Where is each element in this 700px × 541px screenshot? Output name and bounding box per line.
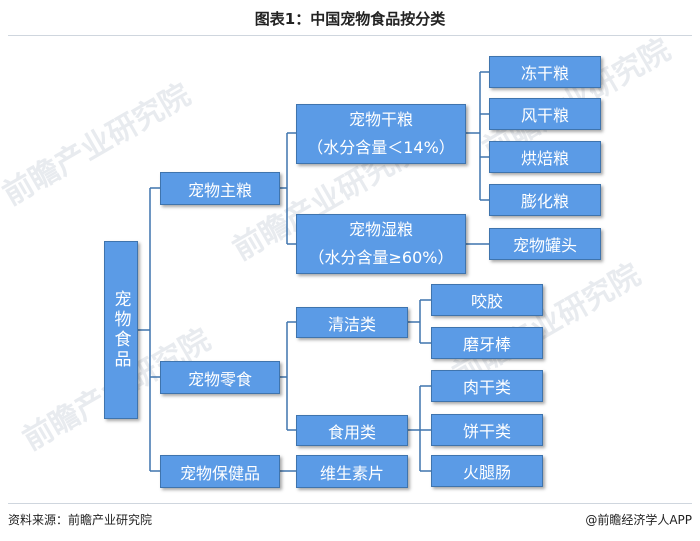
dry-item-node: 膨化粮 <box>489 184 601 216</box>
edible-item-node: 肉干类 <box>431 370 543 402</box>
health-node: 宠物保健品 <box>160 455 280 488</box>
main-food-node: 宠物主粮 <box>160 172 280 205</box>
snack-node: 宠物零食 <box>160 361 280 394</box>
dry-item-node: 风干粮 <box>489 98 601 130</box>
edible-node: 食用类 <box>296 415 408 446</box>
brand-note: @前瞻经济学人APP <box>585 513 692 527</box>
cleaning-node: 清洁类 <box>296 307 408 338</box>
cleaning-item-node: 磨牙棒 <box>431 327 543 359</box>
dry-item-node: 冻干粮 <box>489 56 601 88</box>
dry-item-node: 烘焙粮 <box>489 141 601 173</box>
dry-food-node: 宠物干粮 （水分含量＜14%） <box>296 104 466 164</box>
root-node: 宠物食品 <box>104 241 138 419</box>
title-divider <box>8 35 692 36</box>
edible-item-node: 火腿肠 <box>431 455 543 487</box>
wet-food-node: 宠物湿粮 （水分含量≥60%） <box>296 214 466 274</box>
dry-food-title: 宠物干粮 <box>348 110 413 129</box>
wet-food-moisture: （水分含量≥60%） <box>308 248 454 267</box>
footer-divider <box>8 503 692 504</box>
wet-item-node: 宠物罐头 <box>489 228 601 260</box>
dry-food-moisture: （水分含量＜14%） <box>307 138 455 157</box>
edible-item-node: 饼干类 <box>431 414 543 446</box>
cleaning-item-node: 咬胶 <box>431 284 543 316</box>
wet-food-title: 宠物湿粮 <box>348 220 413 239</box>
source-note: 资料来源：前瞻产业研究院 <box>8 513 153 527</box>
health-item-node: 维生素片 <box>296 455 408 488</box>
page-title: 图表1：中国宠物食品按分类 <box>254 10 446 28</box>
